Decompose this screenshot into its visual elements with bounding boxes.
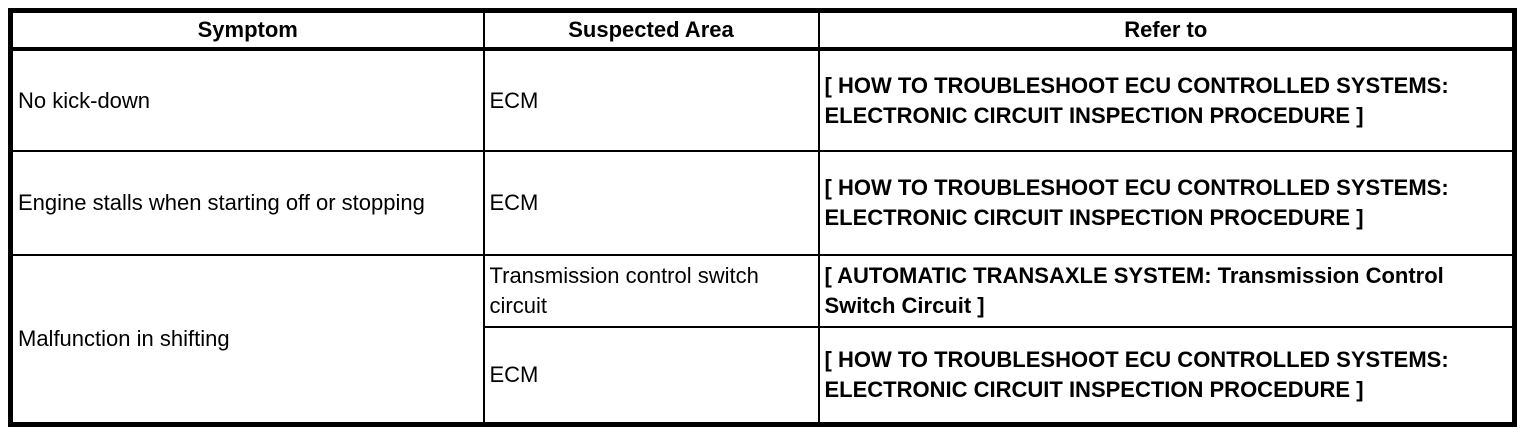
suspected-area-cell: ECM bbox=[482, 150, 820, 256]
symptom-cell: Engine stalls when starting off or stopp… bbox=[9, 150, 485, 256]
table-row: No kick-down ECM [ HOW TO TROUBLESHOOT E… bbox=[9, 48, 1516, 152]
suspected-area-cell: ECM bbox=[482, 326, 820, 425]
column-header-symptom: Symptom bbox=[9, 9, 485, 51]
symptom-cell-merged: Malfunction in shifting bbox=[9, 254, 485, 425]
refer-to-cell: [ HOW TO TROUBLESHOOT ECU CONTROLLED SYS… bbox=[817, 326, 1516, 425]
table-row: Engine stalls when starting off or stopp… bbox=[9, 150, 1516, 256]
table-row: ECM [ HOW TO TROUBLESHOOT ECU CONTROLLED… bbox=[11, 326, 1516, 425]
column-header-refer-to: Refer to bbox=[817, 9, 1516, 51]
suspected-area-cell: Transmission control switch circuit bbox=[482, 254, 820, 328]
refer-to-cell: [ HOW TO TROUBLESHOOT ECU CONTROLLED SYS… bbox=[817, 48, 1516, 152]
refer-to-cell: [ HOW TO TROUBLESHOOT ECU CONTROLLED SYS… bbox=[817, 150, 1516, 256]
table-header-row: Symptom Suspected Area Refer to bbox=[9, 9, 1516, 51]
refer-to-cell: [ AUTOMATIC TRANSAXLE SYSTEM: Transmissi… bbox=[817, 254, 1516, 328]
column-header-suspected-area: Suspected Area bbox=[482, 9, 820, 51]
suspected-area-cell: ECM bbox=[482, 48, 820, 152]
symptom-troubleshooting-table: Symptom Suspected Area Refer to No kick-… bbox=[8, 8, 1517, 427]
table-row: Malfunction in shifting Transmission con… bbox=[9, 254, 1516, 425]
symptom-cell: No kick-down bbox=[9, 48, 485, 152]
